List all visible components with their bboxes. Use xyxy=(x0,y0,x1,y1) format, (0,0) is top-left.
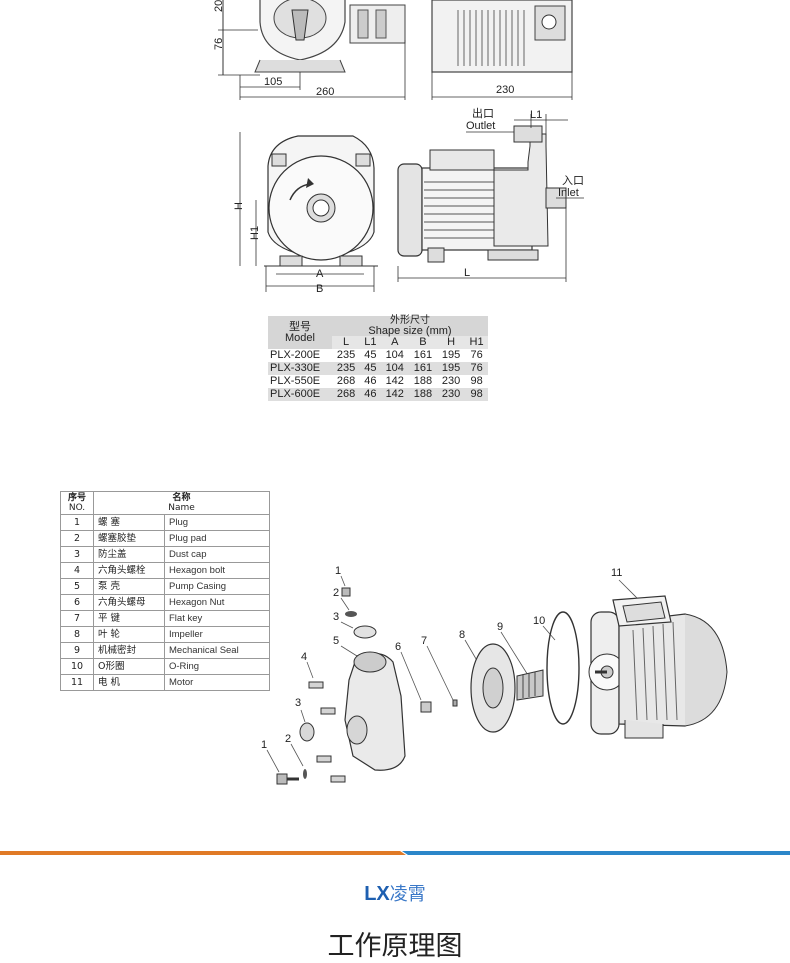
callout-2b: 2 xyxy=(285,733,291,745)
callout-3b: 3 xyxy=(295,697,301,709)
col-h: H xyxy=(447,336,456,348)
outlet-en: Outlet xyxy=(466,120,495,132)
front-side-view-drawing: 200 76 105 260 230 xyxy=(213,0,573,100)
callout-7: 7 xyxy=(421,635,427,647)
label-b: B xyxy=(316,283,323,295)
brand-latin: LX xyxy=(364,883,390,905)
dim-200: 200 xyxy=(213,0,225,12)
inlet-en: Inlet xyxy=(558,187,579,199)
outlet-zh: 出口 xyxy=(472,106,494,120)
label-l: L xyxy=(464,267,470,279)
callout-4: 4 xyxy=(301,651,307,663)
callout-8: 8 xyxy=(459,629,465,641)
col-l1: L1 xyxy=(364,336,377,348)
col-b: B xyxy=(419,336,427,348)
callout-1: 1 xyxy=(335,565,341,577)
exploded-view: 1 2 3 5 4 3 1 2 6 7 8 9 10 11 xyxy=(261,565,728,785)
col-h1: H1 xyxy=(469,336,484,348)
section-divider xyxy=(0,851,790,855)
callout-5: 5 xyxy=(333,635,339,647)
dim-230: 230 xyxy=(496,84,514,96)
brand-logo: LX凌霄 xyxy=(0,880,790,906)
dim-260: 260 xyxy=(316,86,334,98)
callout-1b: 1 xyxy=(261,739,267,751)
col-l: L xyxy=(343,336,350,348)
shape-header: 外形尺寸 Shape size (mm) xyxy=(368,315,452,337)
callout-10: 10 xyxy=(533,615,545,627)
label-h1: H1 xyxy=(249,226,261,240)
inlet-zh: 入口 xyxy=(562,174,584,187)
dim-105: 105 xyxy=(264,76,282,88)
label-h: H xyxy=(233,202,245,210)
callout-6: 6 xyxy=(395,641,401,653)
name-header: 名称 Name xyxy=(93,491,270,515)
callout-3: 3 xyxy=(333,611,339,623)
callout-11: 11 xyxy=(611,567,622,579)
specs-table: 型号 Model 外形尺寸 Shape size (mm) L L1 A B H… xyxy=(268,316,488,401)
label-a: A xyxy=(316,268,324,280)
dim-76: 76 xyxy=(213,38,225,50)
section-title: 工作原理图 xyxy=(327,931,463,962)
col-a: A xyxy=(391,336,399,348)
brand-chinese: 凌霄 xyxy=(389,884,426,905)
dimension-drawing: H H1 A B L L1 出口 Outlet 入口 Inlet xyxy=(233,106,584,295)
callout-9: 9 xyxy=(497,621,503,633)
no-header: 序号 NO. xyxy=(60,491,94,515)
model-header: 型号 Model xyxy=(285,320,315,344)
callout-2: 2 xyxy=(333,587,339,599)
label-l1: L1 xyxy=(530,109,542,121)
